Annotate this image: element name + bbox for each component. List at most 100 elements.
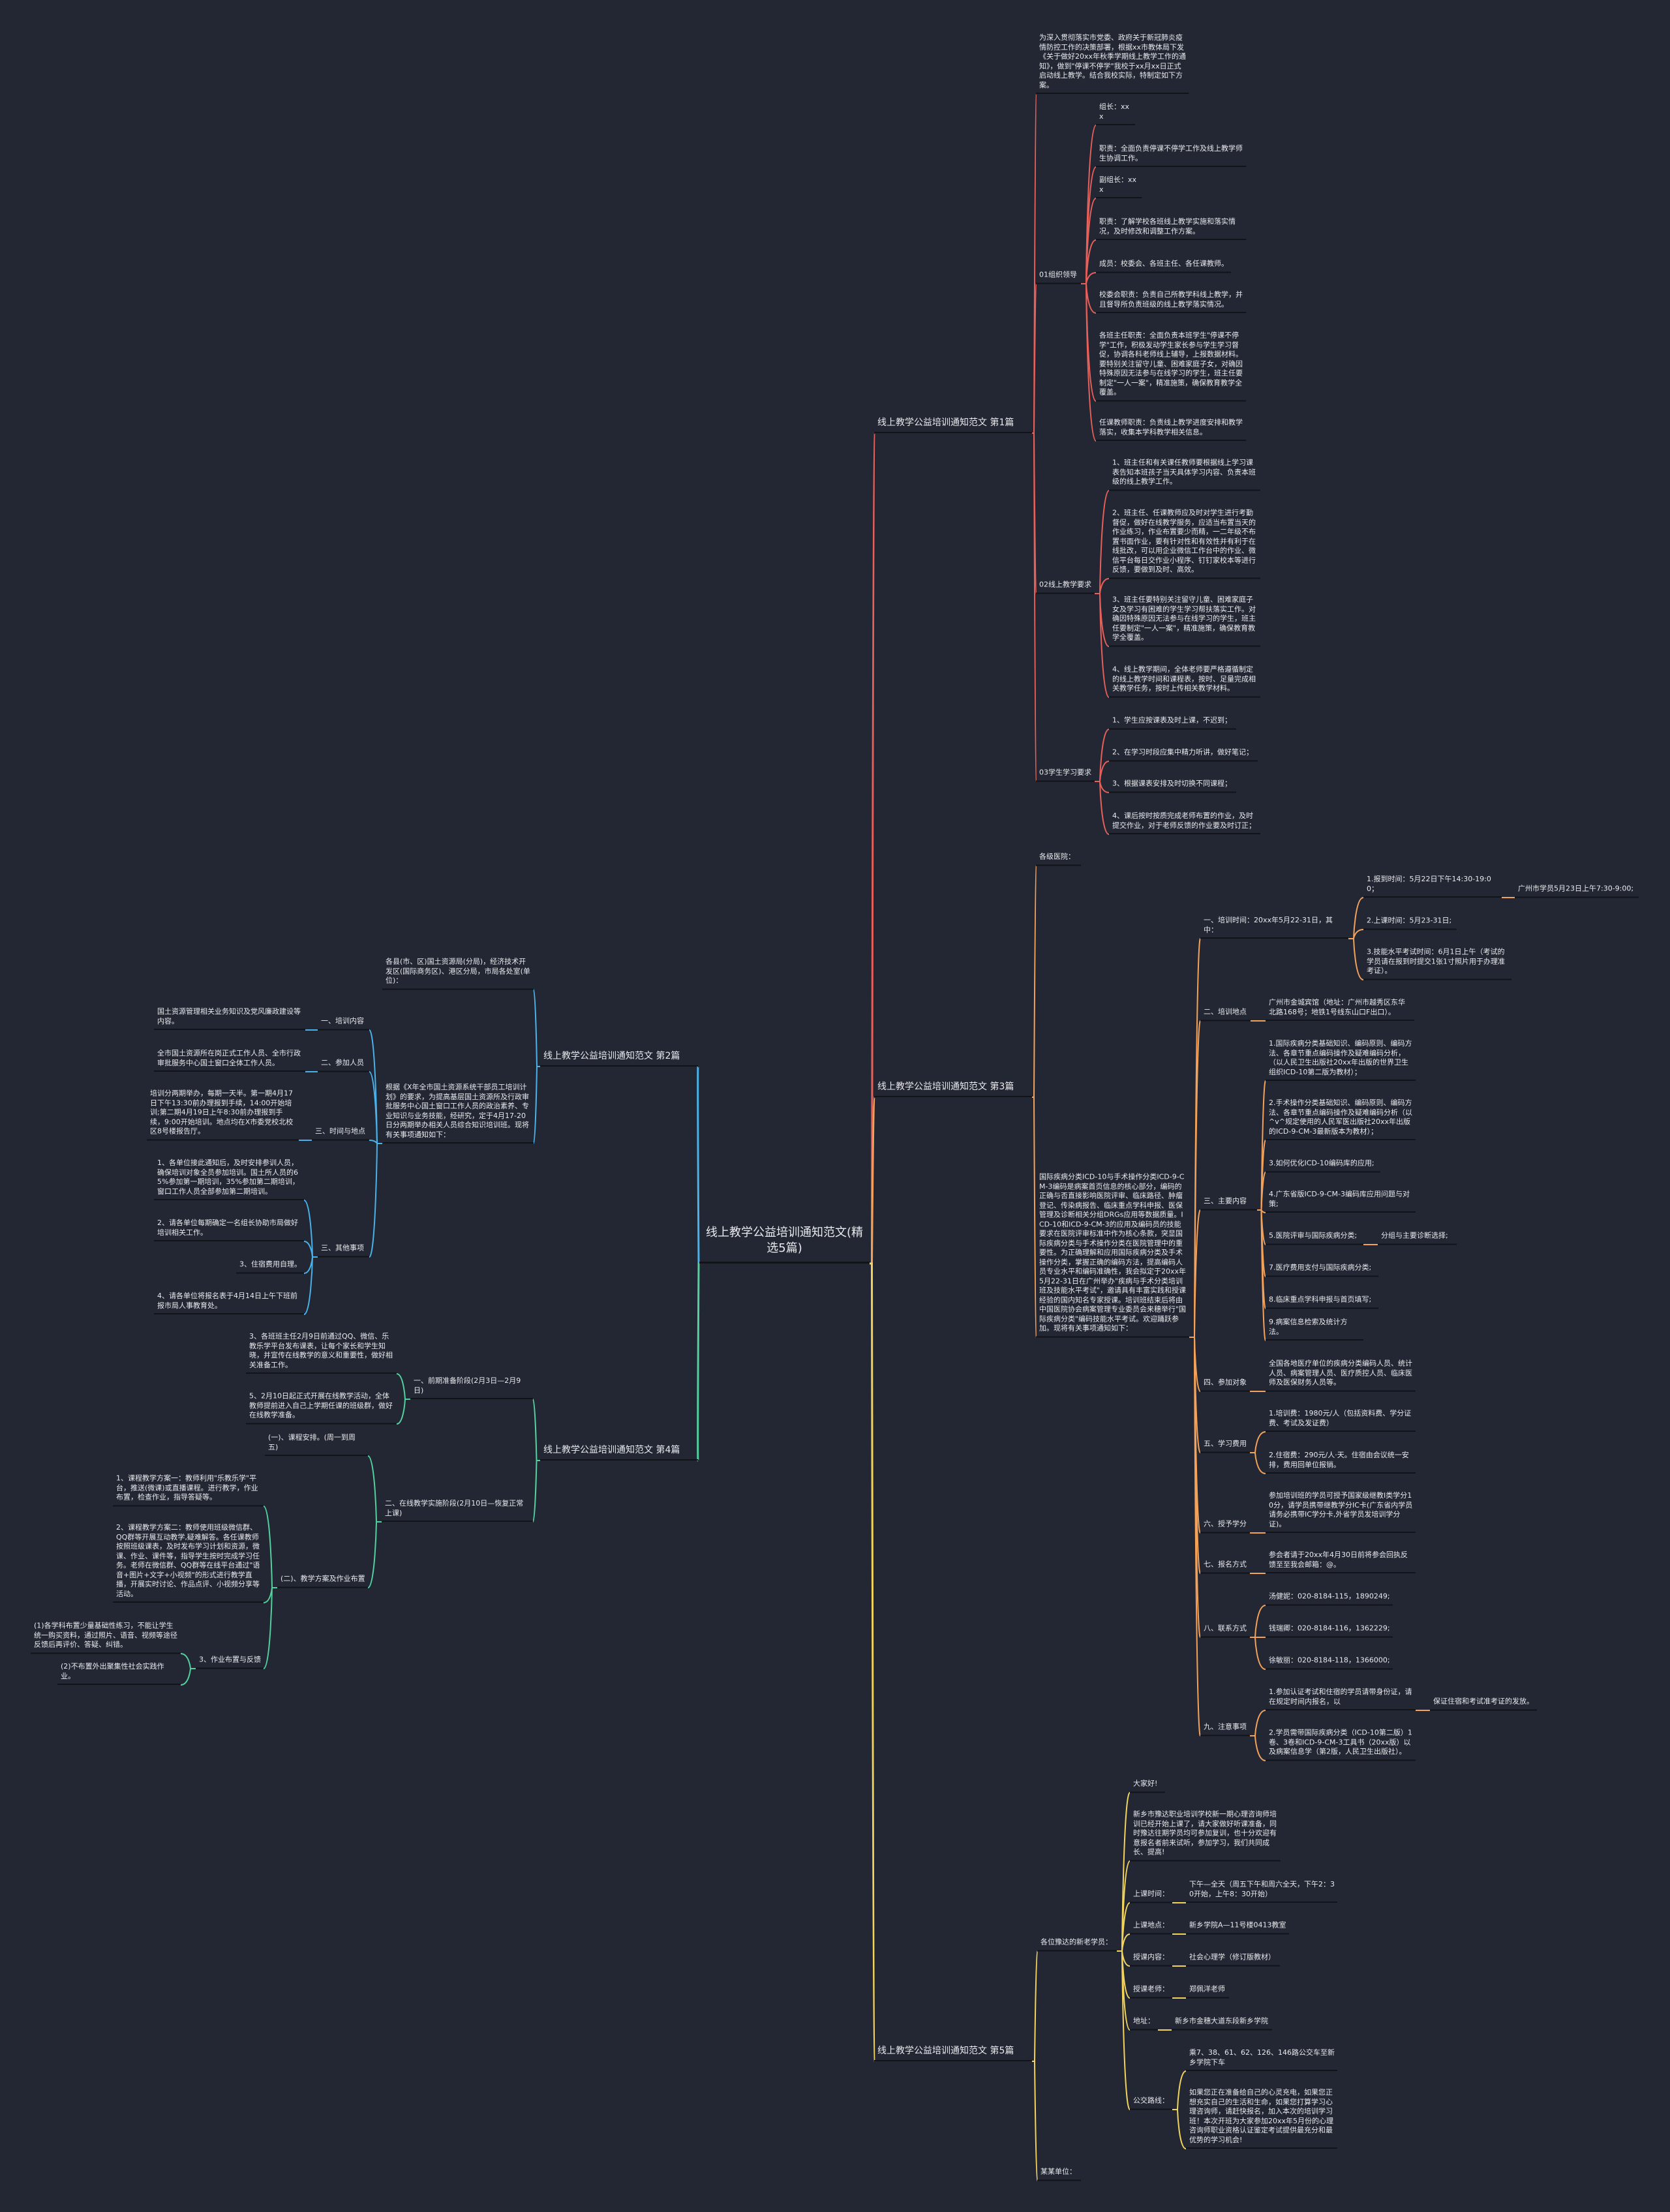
connector-line — [396, 1373, 410, 1400]
connector-line — [303, 1256, 318, 1315]
node-text: 职责：全面负责停课不停学工作及线上教学师生协调工作。 — [1099, 144, 1243, 162]
node-text: 授课内容： — [1133, 1952, 1169, 1962]
connector-line — [1250, 1637, 1266, 1670]
node-text: 03学生学习要求 — [1039, 768, 1091, 777]
connector-line — [1172, 2070, 1187, 2110]
node-text: 参加培训班的学员可授予国家级继教I类学分10分，请学员携带继教学分IC卡(广东省… — [1269, 1491, 1413, 1528]
mindmap-node: (二)、教学方案及作业布置 — [277, 1575, 368, 1588]
mindmap-node: 3、班主任要特别关注留守儿童、困难家庭子女及学习有困难的学生学习帮扶落实工作。对… — [1109, 595, 1260, 646]
mindmap-node: 新乡市金穗大道东段新乡学院 — [1172, 2017, 1272, 2030]
connector-line — [1250, 1605, 1266, 1638]
mindmap-node: 全市国土资源所在岗正式工作人员、全市行政审批服务中心国土窗口全体工作人员。 — [154, 1049, 305, 1072]
connector-line — [1081, 283, 1097, 314]
node-text: 下午—全天（周五下午和周六全天，下午2：30开始，上午8：30开始） — [1189, 1880, 1335, 1898]
connector-line — [1117, 1950, 1131, 1967]
mindmap-node: 2、课程教学方案二：教师使用班级微信群、QQ群等开展互动教学,疑难解答。各任课教… — [113, 1523, 264, 1603]
mindmap-node: 三、时间与地点 — [312, 1127, 369, 1140]
node-text: 五、学习费用 — [1204, 1439, 1247, 1448]
node-text: 2.手术操作分类基础知识、编码原则、编码方法、各章节重点编码操作及疑难编码分析（… — [1269, 1098, 1412, 1136]
connector-line — [1095, 761, 1110, 782]
node-text: 郑佩洋老师 — [1189, 1984, 1225, 1993]
mindmap-node: 4、课后按时按质完成老师布置的作业，及时提交作业，对于老师反馈的作业要及时订正； — [1109, 811, 1260, 834]
mindmap-node: 授课老师： — [1130, 1984, 1172, 1998]
node-text: 授课老师： — [1133, 1984, 1169, 1993]
mindmap-node: 职责：全面负责停课不停学工作及线上教学师生协调工作。 — [1096, 144, 1246, 167]
mindmap-node: 5.医院评审与国际疾病分类; — [1266, 1232, 1363, 1245]
mindmap-node: 大家好! — [1130, 1780, 1165, 1793]
mindmap-node: 2、在学习时段应集中精力听讲，做好笔记； — [1109, 748, 1258, 761]
branch-connector — [870, 1096, 875, 1265]
connector-line — [367, 1455, 382, 1523]
mindmap-node: (一)、课程安排。(周一到周五) — [265, 1433, 368, 1456]
node-text: 线上教学公益培训通知范文 第2篇 — [543, 1051, 680, 1061]
mindmap-node: 4.广东省版ICD-9-CM-3编码库应用问题与对策; — [1266, 1190, 1416, 1213]
connector-line — [1250, 1452, 1266, 1474]
mindmap-node: 各班主任职责：全面负责本班学生"停课不停学"工作，积极发动学生家长参与学生学习督… — [1096, 331, 1246, 401]
node-text: 参会者请于20xx年4月30日前将参会回执反馈至至我会邮箱：@。 — [1269, 1551, 1408, 1569]
connector-line — [263, 1587, 277, 1669]
mindmap-node: 2、请各单位每期确定一名组长协助市局做好培训相关工作。 — [154, 1219, 304, 1241]
node-text: 3、住宿费用自理。 — [239, 1260, 301, 1269]
mindmap-node: 9.病案信息检索及统计方法。 — [1266, 1318, 1363, 1341]
mindmap-node: 保证住宿和考试准考证的发放。 — [1430, 1697, 1537, 1710]
connector-line — [1032, 1097, 1037, 1338]
mindmap-node: 根据《X年全市国土资源系统干部员工培训计划》的要求，为提高基层国土资源所及行政审… — [382, 1083, 534, 1144]
mindmap-node: 2.住宿费：290元/人·天。住宿由会议统一安排，费用回单位报销。 — [1266, 1451, 1416, 1474]
mindmap-node: 1.培训费：1980元/人（包括资料费、学分证费、考试及发证费） — [1266, 1409, 1416, 1432]
node-text: 副组长：xxx — [1099, 175, 1137, 194]
node-text: 上课地点： — [1133, 1920, 1169, 1930]
node-text: 线上教学公益培训通知范文 第5篇 — [877, 2046, 1014, 2056]
connector-line — [1032, 432, 1037, 782]
node-text: 1.国际疾病分类基础知识、编码原则、编码方法、各章节重点编码操作及疑难编码分析，… — [1269, 1039, 1412, 1076]
mindmap-node: 副组长：xxx — [1096, 175, 1142, 198]
node-text: 国际疾病分类ICD-10与手术操作分类ICD-9-CM-3编码是病案首页信息的核… — [1039, 1172, 1187, 1333]
node-text: 各县(市、区)国土资源局(分局)，经济技术开发区(国际商务区)、港区分局，市局各… — [386, 957, 530, 985]
mindmap-node: 3、住宿费用自理。 — [236, 1260, 304, 1273]
mindmap-node: 某某单位： — [1037, 2168, 1081, 2181]
mindmap-node: 如果您正在准备给自己的心灵充电，如果您正想充实自己的生活和生命，如果您打算学习心… — [1186, 2088, 1337, 2149]
node-text: 2、在学习时段应集中精力听讲，做好笔记； — [1112, 748, 1253, 757]
node-text: 新乡市豫达职业培训学校新一期心理咨询师培训已经开始上课了，请大家做好听课准备，同… — [1133, 1810, 1277, 1856]
mindmap-node: 02线上教学要求 — [1036, 581, 1095, 594]
connector-line — [1081, 283, 1097, 442]
node-text: 2.学员需带国际疾病分类（ICD-10第二版）1卷、3卷和ICD-9-CM-3工… — [1269, 1728, 1412, 1756]
node-text: 线上教学公益培训通知范文 第4篇 — [543, 1445, 680, 1455]
node-text: 3、班主任要特别关注留守儿童、困难家庭子女及学习有困难的学生学习帮扶落实工作。对… — [1112, 595, 1256, 642]
node-text: 9.病案信息检索及统计方法。 — [1269, 1318, 1348, 1336]
node-text: 二、在线教学实施阶段(2月10日—恢复正常上课) — [385, 1499, 524, 1517]
mindmap-node: 5、2月10日起正式开展在线教学活动，全体教师提前进入自己上学期任课的班级群，做… — [246, 1392, 397, 1424]
connector-line — [369, 1029, 382, 1144]
node-text: 汤健妮：020-8184-115，1890249; — [1269, 1592, 1390, 1601]
connector-line — [1250, 1431, 1266, 1453]
node-text: 一、前期准备阶段(2月3日—2月9日) — [414, 1376, 521, 1395]
connector-line — [1095, 729, 1110, 782]
mindmap-node: 九、注意事项 — [1200, 1723, 1250, 1736]
connector-line — [1095, 490, 1110, 594]
connector-line — [263, 1506, 277, 1588]
mindmap-node: 六、授予学分 — [1200, 1520, 1250, 1533]
mindmap-node: 四、参加对象 — [1200, 1378, 1250, 1391]
node-text: 大家好! — [1133, 1779, 1158, 1788]
mindmap-node: 4、线上教学期间，全体老师要严格遵循制定的线上教学时间和课程表，按时、足量完成相… — [1109, 665, 1260, 697]
connector-line — [1032, 865, 1037, 1098]
mindmap-node: 职责：了解学校各班线上教学实施和落实情况，及时修改和调整工作方案。 — [1096, 217, 1246, 240]
node-text: 线上教学公益培训通知范文 第3篇 — [877, 1082, 1014, 1092]
mindmap-node: 二、参加人员 — [318, 1059, 369, 1072]
node-text: 八、联系方式 — [1204, 1624, 1247, 1633]
branch-topic-3: 线上教学公益培训通知范文 第3篇 — [874, 1081, 1032, 1097]
mindmap-node: 新乡市豫达职业培训学校新一期心理咨询师培训已经开始上课了，请大家做好听课准备，同… — [1130, 1810, 1281, 1861]
branch-connector — [697, 1065, 700, 1265]
node-text: 7.医疗费用支付与国际疾病分类; — [1269, 1263, 1372, 1272]
mindmap-node: 国土资源管理相关业务知识及党风廉政建设等内容。 — [154, 1007, 305, 1030]
mindmap-node: 3、各班班主任2月9日前通过QQ、微信、乐教乐学平台发布课表，让每个家长和学生知… — [246, 1332, 397, 1374]
mindmap-node: 广州市学员5月23日上午7:30-9:00; — [1515, 885, 1639, 898]
node-text: 上课时间： — [1133, 1889, 1169, 1898]
node-text: 广州市金城宾馆（地址：广州市越秀区东华北路168号；地铁1号线东山口F出口）。 — [1269, 998, 1405, 1016]
mindmap-node: 公交路线： — [1130, 2097, 1172, 2110]
connector-line — [532, 1460, 540, 1523]
connector-line — [180, 1668, 196, 1686]
node-text: 乘7、38、61、62、126、146路公交车至新乡学院下车 — [1189, 2048, 1335, 2067]
node-text: 组长：xxx — [1099, 102, 1130, 121]
mindmap-node: 二、培训地点 — [1200, 1008, 1251, 1021]
